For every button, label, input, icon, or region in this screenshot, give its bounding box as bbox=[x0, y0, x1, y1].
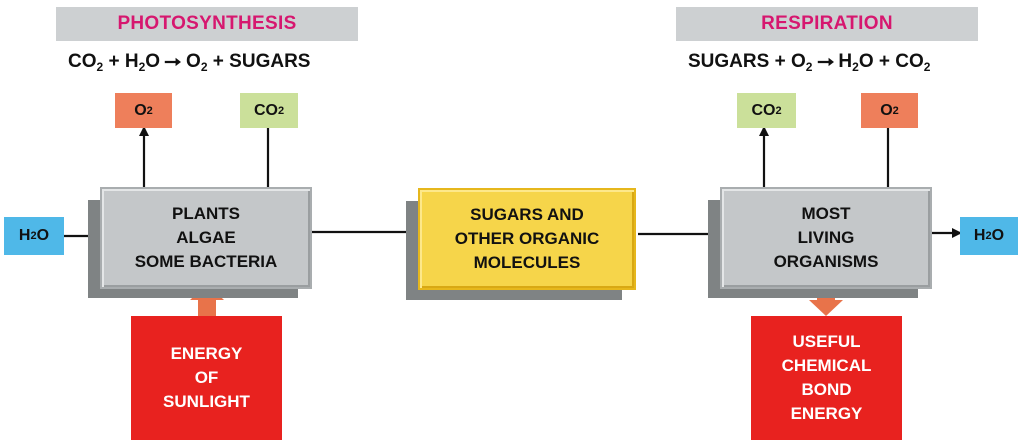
chemical-energy-box: USEFUL CHEMICAL BOND ENERGY bbox=[751, 316, 902, 440]
respiration-banner: RESPIRATION bbox=[676, 7, 978, 41]
respiration-title: RESPIRATION bbox=[761, 13, 893, 34]
sunlight-energy-box: ENERGY OF SUNLIGHT bbox=[131, 316, 282, 440]
respiration-organisms-box: MOST LIVING ORGANISMS bbox=[720, 187, 932, 289]
yields-arrow-icon: ➞ bbox=[164, 54, 182, 71]
photosynthesis-organisms-box: PLANTS ALGAE SOME BACTERIA bbox=[100, 187, 312, 289]
yields-arrow-icon: ➞ bbox=[816, 54, 835, 71]
photosynthesis-title: PHOTOSYNTHESIS bbox=[117, 13, 297, 34]
molecules-box: SUGARS AND OTHER ORGANIC MOLECULES bbox=[418, 188, 636, 290]
respiration-equation: SUGARS + O2 ➞ H2O + CO2 bbox=[688, 51, 931, 74]
photosynthesis-equation: CO2 + H2O ➞ O2 + SUGARS bbox=[68, 51, 311, 74]
photosynthesis-banner: PHOTOSYNTHESIS bbox=[56, 7, 358, 41]
